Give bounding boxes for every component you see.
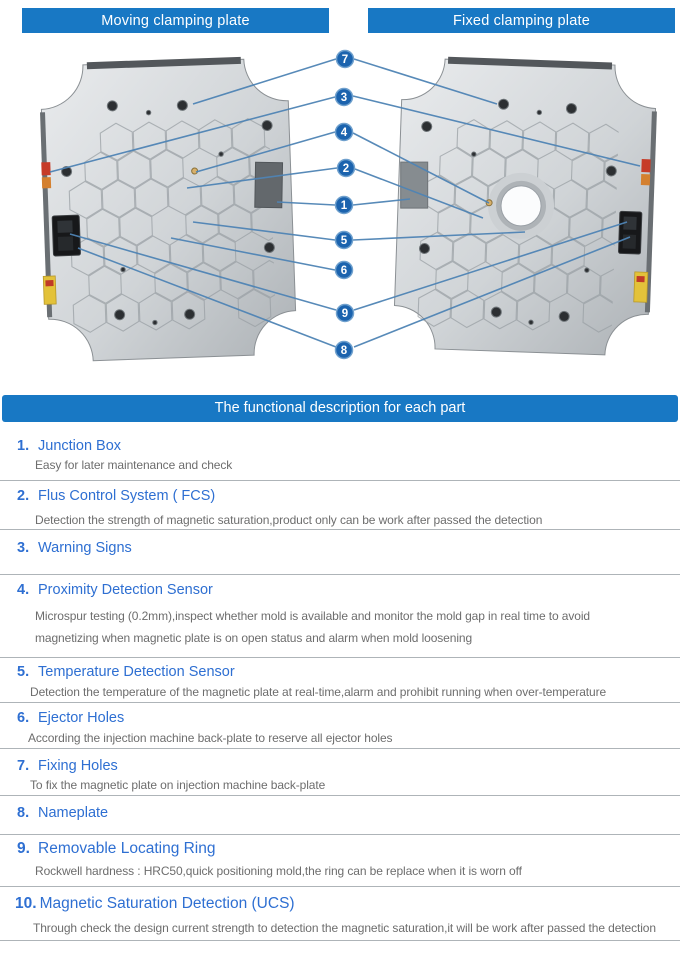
functional-description-list: 1. Junction Box Easy for later maintenanc… — [0, 422, 680, 941]
item-desc: Detection the strength of magnetic satur… — [35, 513, 543, 527]
item-desc: Rockwell hardness : HRC50,quick position… — [35, 864, 522, 878]
item-desc: To fix the magnetic plate on injection m… — [30, 778, 326, 792]
item-number: 1. — [17, 438, 30, 454]
desc-item-9: 9. Removable Locating Ring Rockwell hardn… — [0, 835, 680, 887]
svg-text:6: 6 — [341, 265, 347, 277]
fixing-holes-left — [61, 99, 275, 326]
item-title: Removable Locating Ring — [38, 840, 216, 857]
item-title: Junction Box — [38, 438, 122, 454]
item-title: Ejector Holes — [38, 710, 125, 726]
item-desc: According the injection machine back-pla… — [28, 731, 393, 745]
item-desc: Detection the temperature of the magneti… — [30, 685, 607, 699]
item-title: Temperature Detection Sensor — [38, 664, 235, 680]
fixed-plate-banner: Fixed clamping plate — [368, 8, 675, 33]
item-number: 2. — [17, 488, 30, 504]
item-desc: Microspur testing (0.2mm),inspect whethe… — [35, 609, 590, 623]
moving-plate-banner: Moving clamping plate — [22, 8, 329, 33]
svg-text:7: 7 — [342, 54, 348, 66]
warning-signs-left — [41, 162, 57, 305]
item-number: 4. — [17, 582, 30, 598]
desc-item-6: 6. Ejector Holes According the injection … — [0, 703, 680, 749]
desc-item-3: 3. Warning Signs — [0, 530, 680, 575]
item-desc: magnetizing when magnetic plate is on op… — [35, 631, 473, 645]
fixed-plate-photo — [393, 56, 657, 356]
item-title: Magnetic Saturation Detection (UCS) — [39, 895, 295, 912]
item-desc: Through check the design current strengt… — [33, 921, 656, 935]
fixing-holes-right — [418, 98, 617, 325]
callout-6: 6 — [334, 260, 354, 280]
item-title: Flus Control System ( FCS) — [38, 488, 216, 504]
junction-box-right — [618, 210, 643, 255]
callout-1: 1 — [334, 195, 354, 215]
svg-text:3: 3 — [341, 92, 347, 104]
fcs-block-right — [400, 161, 429, 209]
fcs-block-left — [254, 161, 284, 209]
svg-text:8: 8 — [341, 345, 348, 357]
junction-box-left — [51, 214, 81, 257]
item-desc: Easy for later maintenance and check — [35, 458, 233, 472]
item-number: 5. — [17, 664, 30, 680]
item-number: 8. — [17, 805, 30, 821]
section-banner: The functional description for each part — [2, 395, 678, 422]
svg-text:5: 5 — [341, 235, 348, 247]
item-number: 9. — [17, 840, 30, 857]
svg-text:4: 4 — [341, 127, 348, 139]
callout-5: 5 — [334, 230, 354, 250]
desc-item-5: 5. Temperature Detection Sensor Detection… — [0, 658, 680, 703]
item-title: Warning Signs — [38, 540, 132, 556]
desc-item-7: 7. Fixing Holes To fix the magnetic plate… — [0, 749, 680, 796]
desc-item-1: 1. Junction Box Easy for later maintenanc… — [0, 422, 680, 481]
desc-item-8: 8. Nameplate — [0, 796, 680, 835]
desc-item-2: 2. Flus Control System ( FCS) Detection t… — [0, 481, 680, 530]
callout-2: 2 — [336, 158, 356, 178]
callout-4: 4 — [334, 122, 354, 142]
callout-7: 7 — [335, 49, 355, 69]
item-title: Nameplate — [38, 805, 109, 821]
item-number: 10. — [15, 895, 37, 912]
moving-plate-photo — [40, 56, 297, 362]
svg-text:9: 9 — [342, 308, 348, 320]
callout-3: 3 — [334, 87, 354, 107]
callout-lines — [49, 58, 641, 348]
item-number: 7. — [17, 758, 30, 774]
item-number: 6. — [17, 710, 30, 726]
warning-signs-right — [633, 159, 651, 303]
clamping-plates-illustration: 7 3 4 2 1 5 6 9 — [40, 49, 657, 362]
svg-text:1: 1 — [341, 200, 348, 212]
svg-text:2: 2 — [343, 163, 349, 175]
desc-item-10: 10.Magnetic Saturation Detection (UCS) T… — [0, 887, 680, 941]
item-title: Fixing Holes — [38, 758, 118, 774]
callout-8: 8 — [334, 340, 354, 360]
desc-item-4: 4. Proximity Detection Sensor Microspur t… — [0, 575, 680, 658]
callout-9: 9 — [335, 303, 355, 323]
item-title: Proximity Detection Sensor — [38, 582, 213, 598]
product-diagram: 7 3 4 2 1 5 6 9 — [0, 0, 680, 392]
item-number: 3. — [17, 540, 30, 556]
locating-ring-hole — [488, 172, 555, 239]
